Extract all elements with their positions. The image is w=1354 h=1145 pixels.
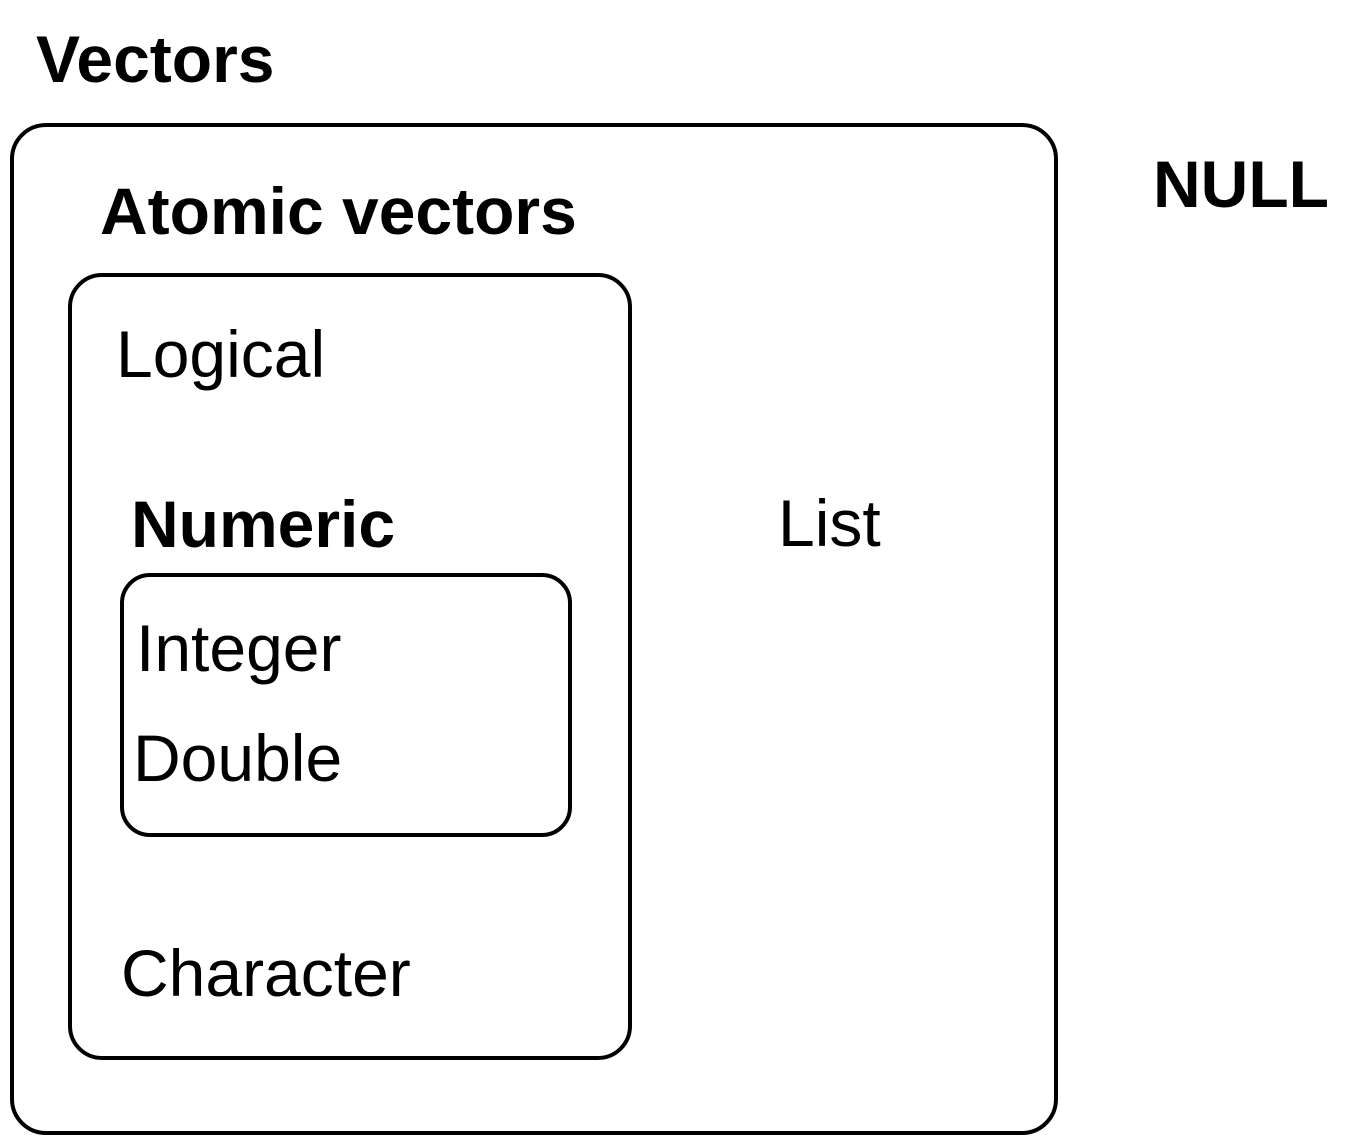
atomic-vectors-box <box>68 273 632 1060</box>
vectors-box <box>10 123 1058 1135</box>
numeric-box <box>120 573 572 837</box>
character-label: Character <box>121 936 411 1010</box>
null-label: NULL <box>1153 147 1329 221</box>
integer-label: Integer <box>136 611 342 685</box>
list-label: List <box>778 486 881 560</box>
double-label: Double <box>133 721 343 795</box>
logical-label: Logical <box>116 317 326 391</box>
atomic-vectors-label: Atomic vectors <box>100 174 577 248</box>
vectors-title: Vectors <box>36 22 275 96</box>
numeric-label: Numeric <box>131 487 396 561</box>
